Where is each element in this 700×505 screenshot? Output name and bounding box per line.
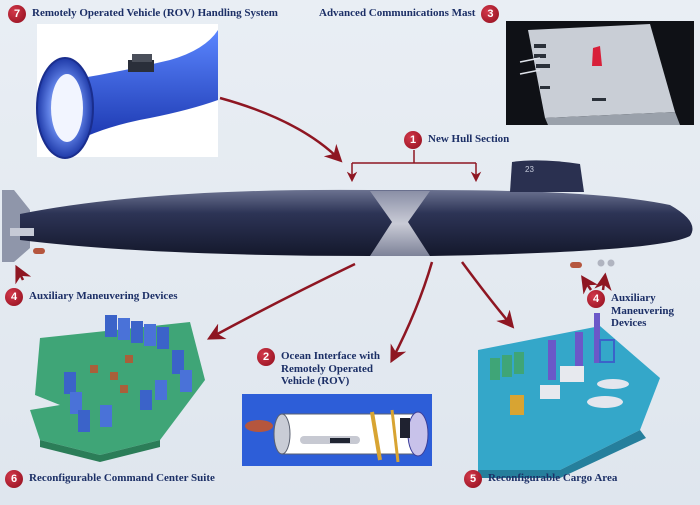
callout-new-hull-section: 1 New Hull Section (404, 131, 509, 149)
callout-aux-devices-fwd: 4 Auxiliary Maneuvering Devices (587, 290, 687, 330)
arrow-command-center (206, 262, 356, 340)
callout-ocean-interface: 2 Ocean Interface with Remotely Operated… (257, 348, 397, 388)
callout-badge: 4 (587, 290, 605, 308)
aux-device-fwd-3 (607, 259, 615, 267)
rov-handling-system-image (36, 24, 218, 159)
callout-text: Advanced Communications Mast (319, 7, 476, 19)
arrow-ocean-interface (390, 261, 434, 364)
arrow-aux-aft (15, 264, 32, 285)
callout-badge: 1 (404, 131, 422, 149)
callout-aux-devices-aft: 4 Auxiliary Maneuvering Devices (5, 288, 177, 306)
submarine-sail (510, 160, 584, 192)
callout-text: Auxiliary Maneuvering Devices (29, 290, 178, 302)
aux-device-aft (33, 248, 45, 254)
callout-badge: 4 (5, 288, 23, 306)
arrow-cargo-area (460, 261, 515, 329)
callout-command-center: 6 Reconfigurable Command Center Suite (5, 470, 215, 488)
arrow-rov-handling (219, 96, 343, 163)
callout-badge: 7 (8, 5, 26, 23)
sail-number: 23 (525, 165, 534, 174)
submarine-hull: 23 (2, 160, 693, 268)
callout-text: Auxiliary Maneuvering Devices (611, 292, 674, 330)
callout-cargo-area: 5 Reconfigurable Cargo Area (464, 470, 617, 488)
callout-text: New Hull Section (428, 133, 510, 145)
communications-mast-image (506, 21, 694, 125)
callout-communications-mast: 3 Advanced Communications Mast (319, 5, 500, 23)
callout-badge: 5 (464, 470, 482, 488)
callout-badge: 2 (257, 348, 275, 366)
cargo-area-image (478, 313, 660, 478)
ocean-interface-image (242, 394, 432, 466)
callout-text: Ocean Interface with Remotely Operated V… (281, 350, 380, 388)
hull-section-bracket (346, 150, 482, 183)
callout-badge: 6 (5, 470, 23, 488)
aux-device-fwd-2 (597, 259, 605, 267)
callout-text: Remotely Operated Vehicle (ROV) Handling… (32, 7, 278, 19)
arrow-aux-fwd-2 (594, 272, 612, 292)
callout-text: Reconfigurable Command Center Suite (29, 472, 215, 484)
aux-device-fwd-1 (570, 262, 582, 268)
callout-text: Reconfigurable Cargo Area (488, 472, 618, 484)
callout-badge: 3 (481, 5, 500, 23)
command-center-image (30, 315, 205, 462)
callout-rov-handling-system: 7 Remotely Operated Vehicle (ROV) Handli… (8, 5, 278, 23)
new-hull-section (370, 191, 430, 256)
leader-arrows (15, 96, 612, 364)
arrow-aux-fwd-1 (581, 275, 599, 295)
